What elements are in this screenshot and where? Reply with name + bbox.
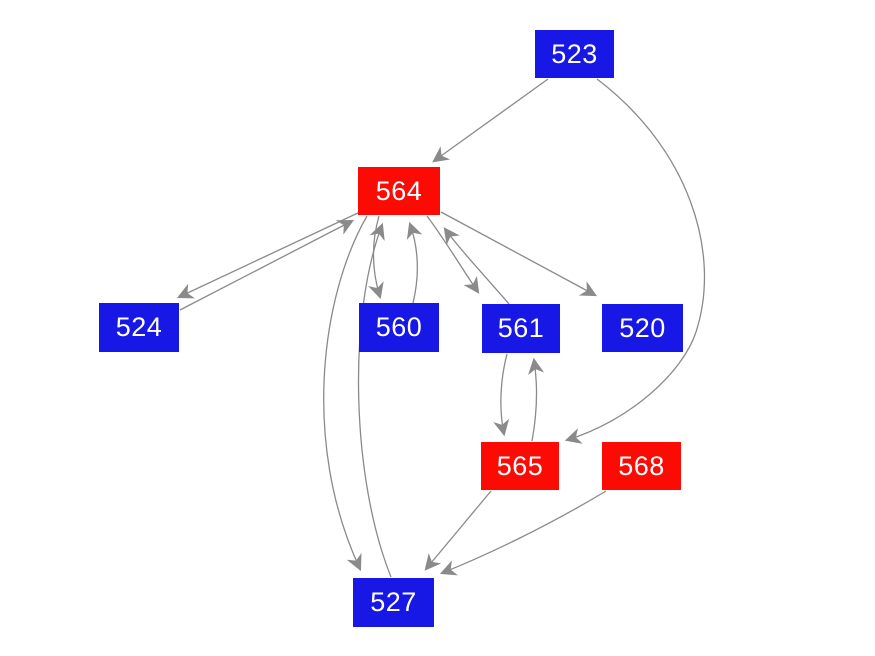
edge-523-565 xyxy=(564,78,706,444)
node-524: 524 xyxy=(99,303,179,352)
edge-565-527 xyxy=(424,490,492,571)
edge-568-527 xyxy=(439,490,607,576)
node-527: 527 xyxy=(353,578,434,627)
node-523: 523 xyxy=(535,30,614,78)
edge-561-565 xyxy=(493,353,510,437)
node-label: 561 xyxy=(497,313,545,343)
edge-561-564 xyxy=(443,227,510,305)
node-label: 523 xyxy=(551,38,598,69)
node-label: 524 xyxy=(115,312,163,342)
edge-group xyxy=(176,78,706,578)
edge-564-524 xyxy=(176,211,361,299)
node-label: 565 xyxy=(496,450,544,481)
edge-564-520 xyxy=(440,211,598,297)
node-564: 564 xyxy=(358,167,440,215)
node-label: 568 xyxy=(618,450,665,481)
edge-524-564 xyxy=(179,219,355,311)
edge-564-560 xyxy=(368,215,384,300)
node-label: 520 xyxy=(619,312,666,343)
node-560: 560 xyxy=(359,303,439,352)
edge-527-564 xyxy=(357,222,392,578)
node-561: 561 xyxy=(482,304,560,353)
node-label: 564 xyxy=(375,175,423,206)
edge-564-527 xyxy=(323,215,368,572)
node-568: 568 xyxy=(602,442,681,490)
edge-560-564 xyxy=(406,221,423,304)
node-label: 527 xyxy=(370,587,417,617)
edge-564-561 xyxy=(426,215,480,294)
edge-565-561 xyxy=(528,357,545,442)
node-label: 560 xyxy=(375,312,423,342)
edge-523-564 xyxy=(432,78,549,163)
node-565: 565 xyxy=(481,442,559,490)
node-520: 520 xyxy=(602,304,683,352)
